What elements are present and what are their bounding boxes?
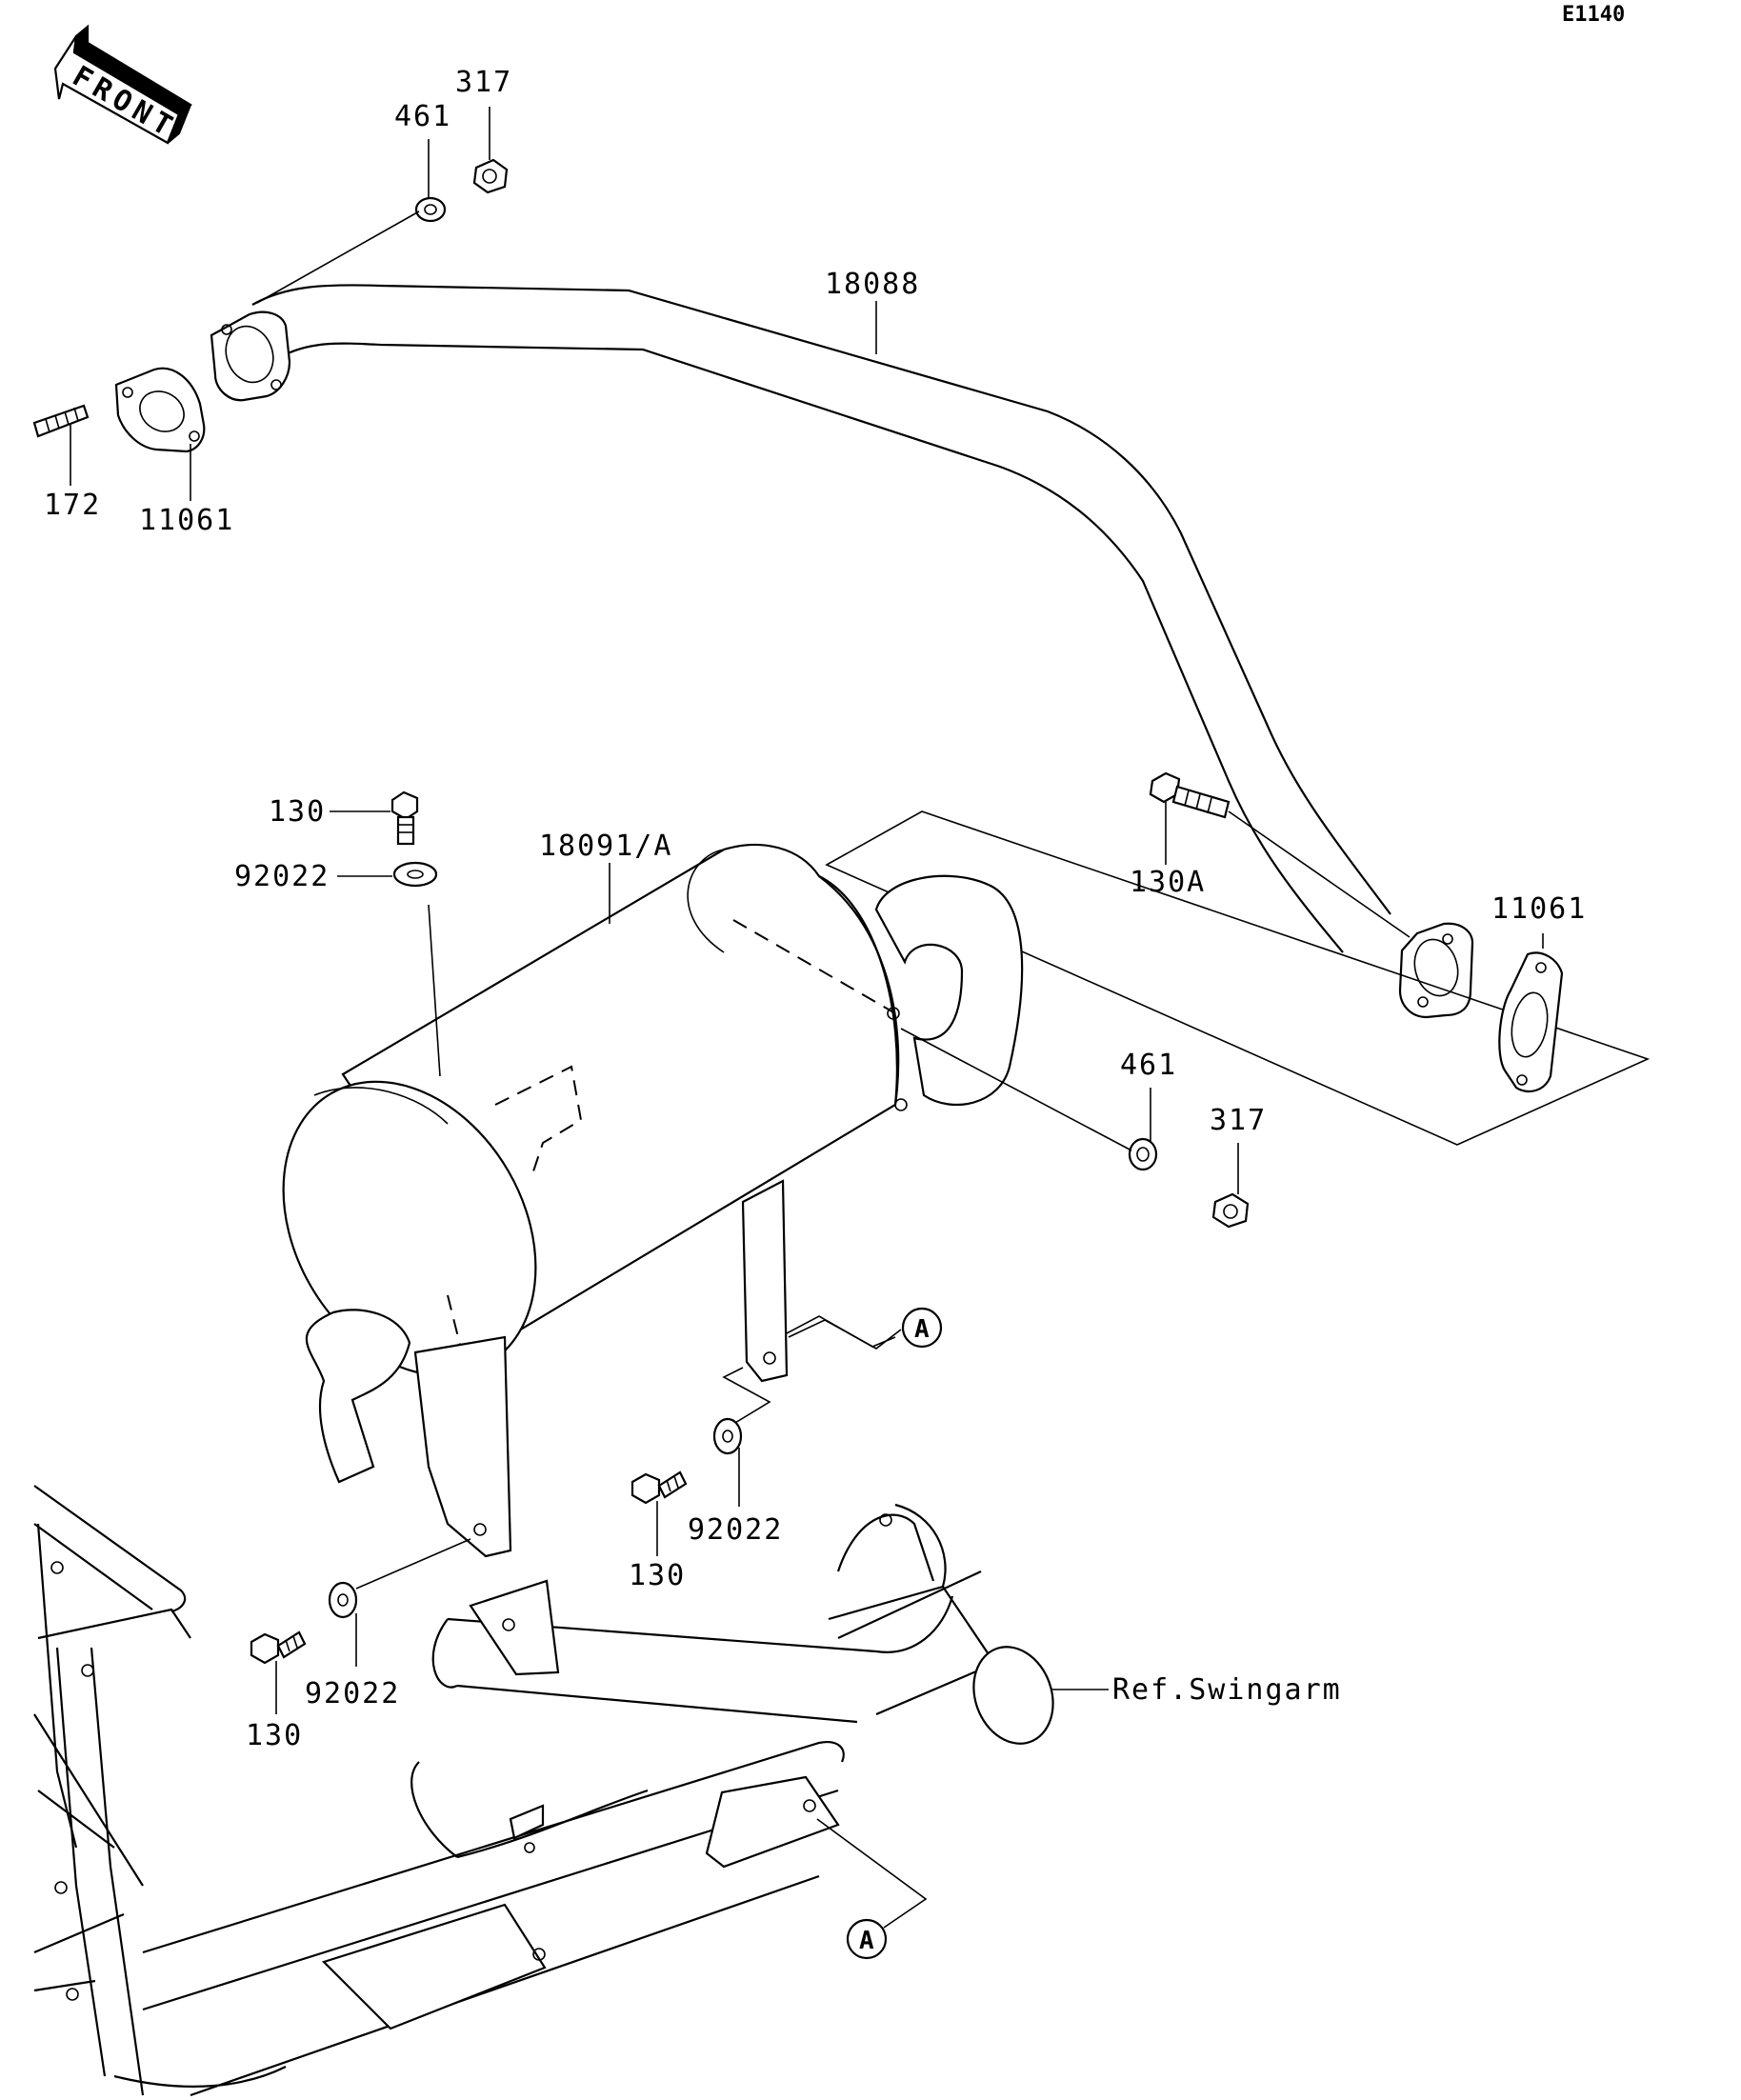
washer-461-upper <box>256 139 447 304</box>
label-18088: 18088 <box>825 268 920 301</box>
label-11061-rear: 11061 <box>1491 892 1587 926</box>
label-172: 172 <box>44 489 101 522</box>
washer-92022-muffler-top <box>337 861 438 888</box>
gasket-11061-upper <box>114 367 206 501</box>
label-11061-upper: 11061 <box>139 504 234 537</box>
washer-92022-bracket-right <box>712 1417 743 1507</box>
front-arrow-icon: FRONT <box>53 24 192 146</box>
nut-317-rear <box>1211 1143 1250 1229</box>
label-461-rear: 461 <box>1120 1049 1177 1082</box>
svg-text:A: A <box>914 1315 930 1344</box>
label-130-top: 130 <box>269 795 326 829</box>
label-317-rear: 317 <box>1210 1104 1267 1137</box>
label-ref-swingarm: Ref.Swingarm <box>1112 1673 1342 1707</box>
label-130-right: 130 <box>629 1559 686 1592</box>
bolt-130-bracket-left <box>250 1630 307 1714</box>
label-461-upper: 461 <box>394 100 451 133</box>
bolt-130-muffler-top <box>330 790 419 846</box>
label-18091a: 18091/A <box>539 830 672 863</box>
stud-172 <box>32 404 90 486</box>
callout-a-lower: A <box>816 1818 928 1960</box>
label-130-left: 130 <box>246 1719 303 1752</box>
svg-text:A: A <box>859 1927 874 1955</box>
bolt-130a <box>1149 771 1411 938</box>
label-92022-right: 92022 <box>688 1513 783 1547</box>
gasket-11061-rear <box>1498 933 1564 1093</box>
bolt-130-bracket-right <box>630 1470 688 1556</box>
washer-92022-bracket-left <box>328 1538 471 1667</box>
diagram-code: E1140 <box>1562 3 1625 27</box>
label-130a: 130A <box>1130 866 1206 899</box>
washer-461-rear <box>900 1028 1158 1171</box>
exhaust-pipe-18088 <box>210 284 1474 1019</box>
label-92022-top: 92022 <box>234 860 330 893</box>
label-317-upper: 317 <box>455 66 512 99</box>
label-92022-left: 92022 <box>305 1677 400 1710</box>
swingarm-frame <box>33 1485 1109 2097</box>
muffler-18091a <box>282 810 1651 1558</box>
callout-a-upper: A <box>788 1307 943 1350</box>
nut-317-upper <box>472 107 509 194</box>
